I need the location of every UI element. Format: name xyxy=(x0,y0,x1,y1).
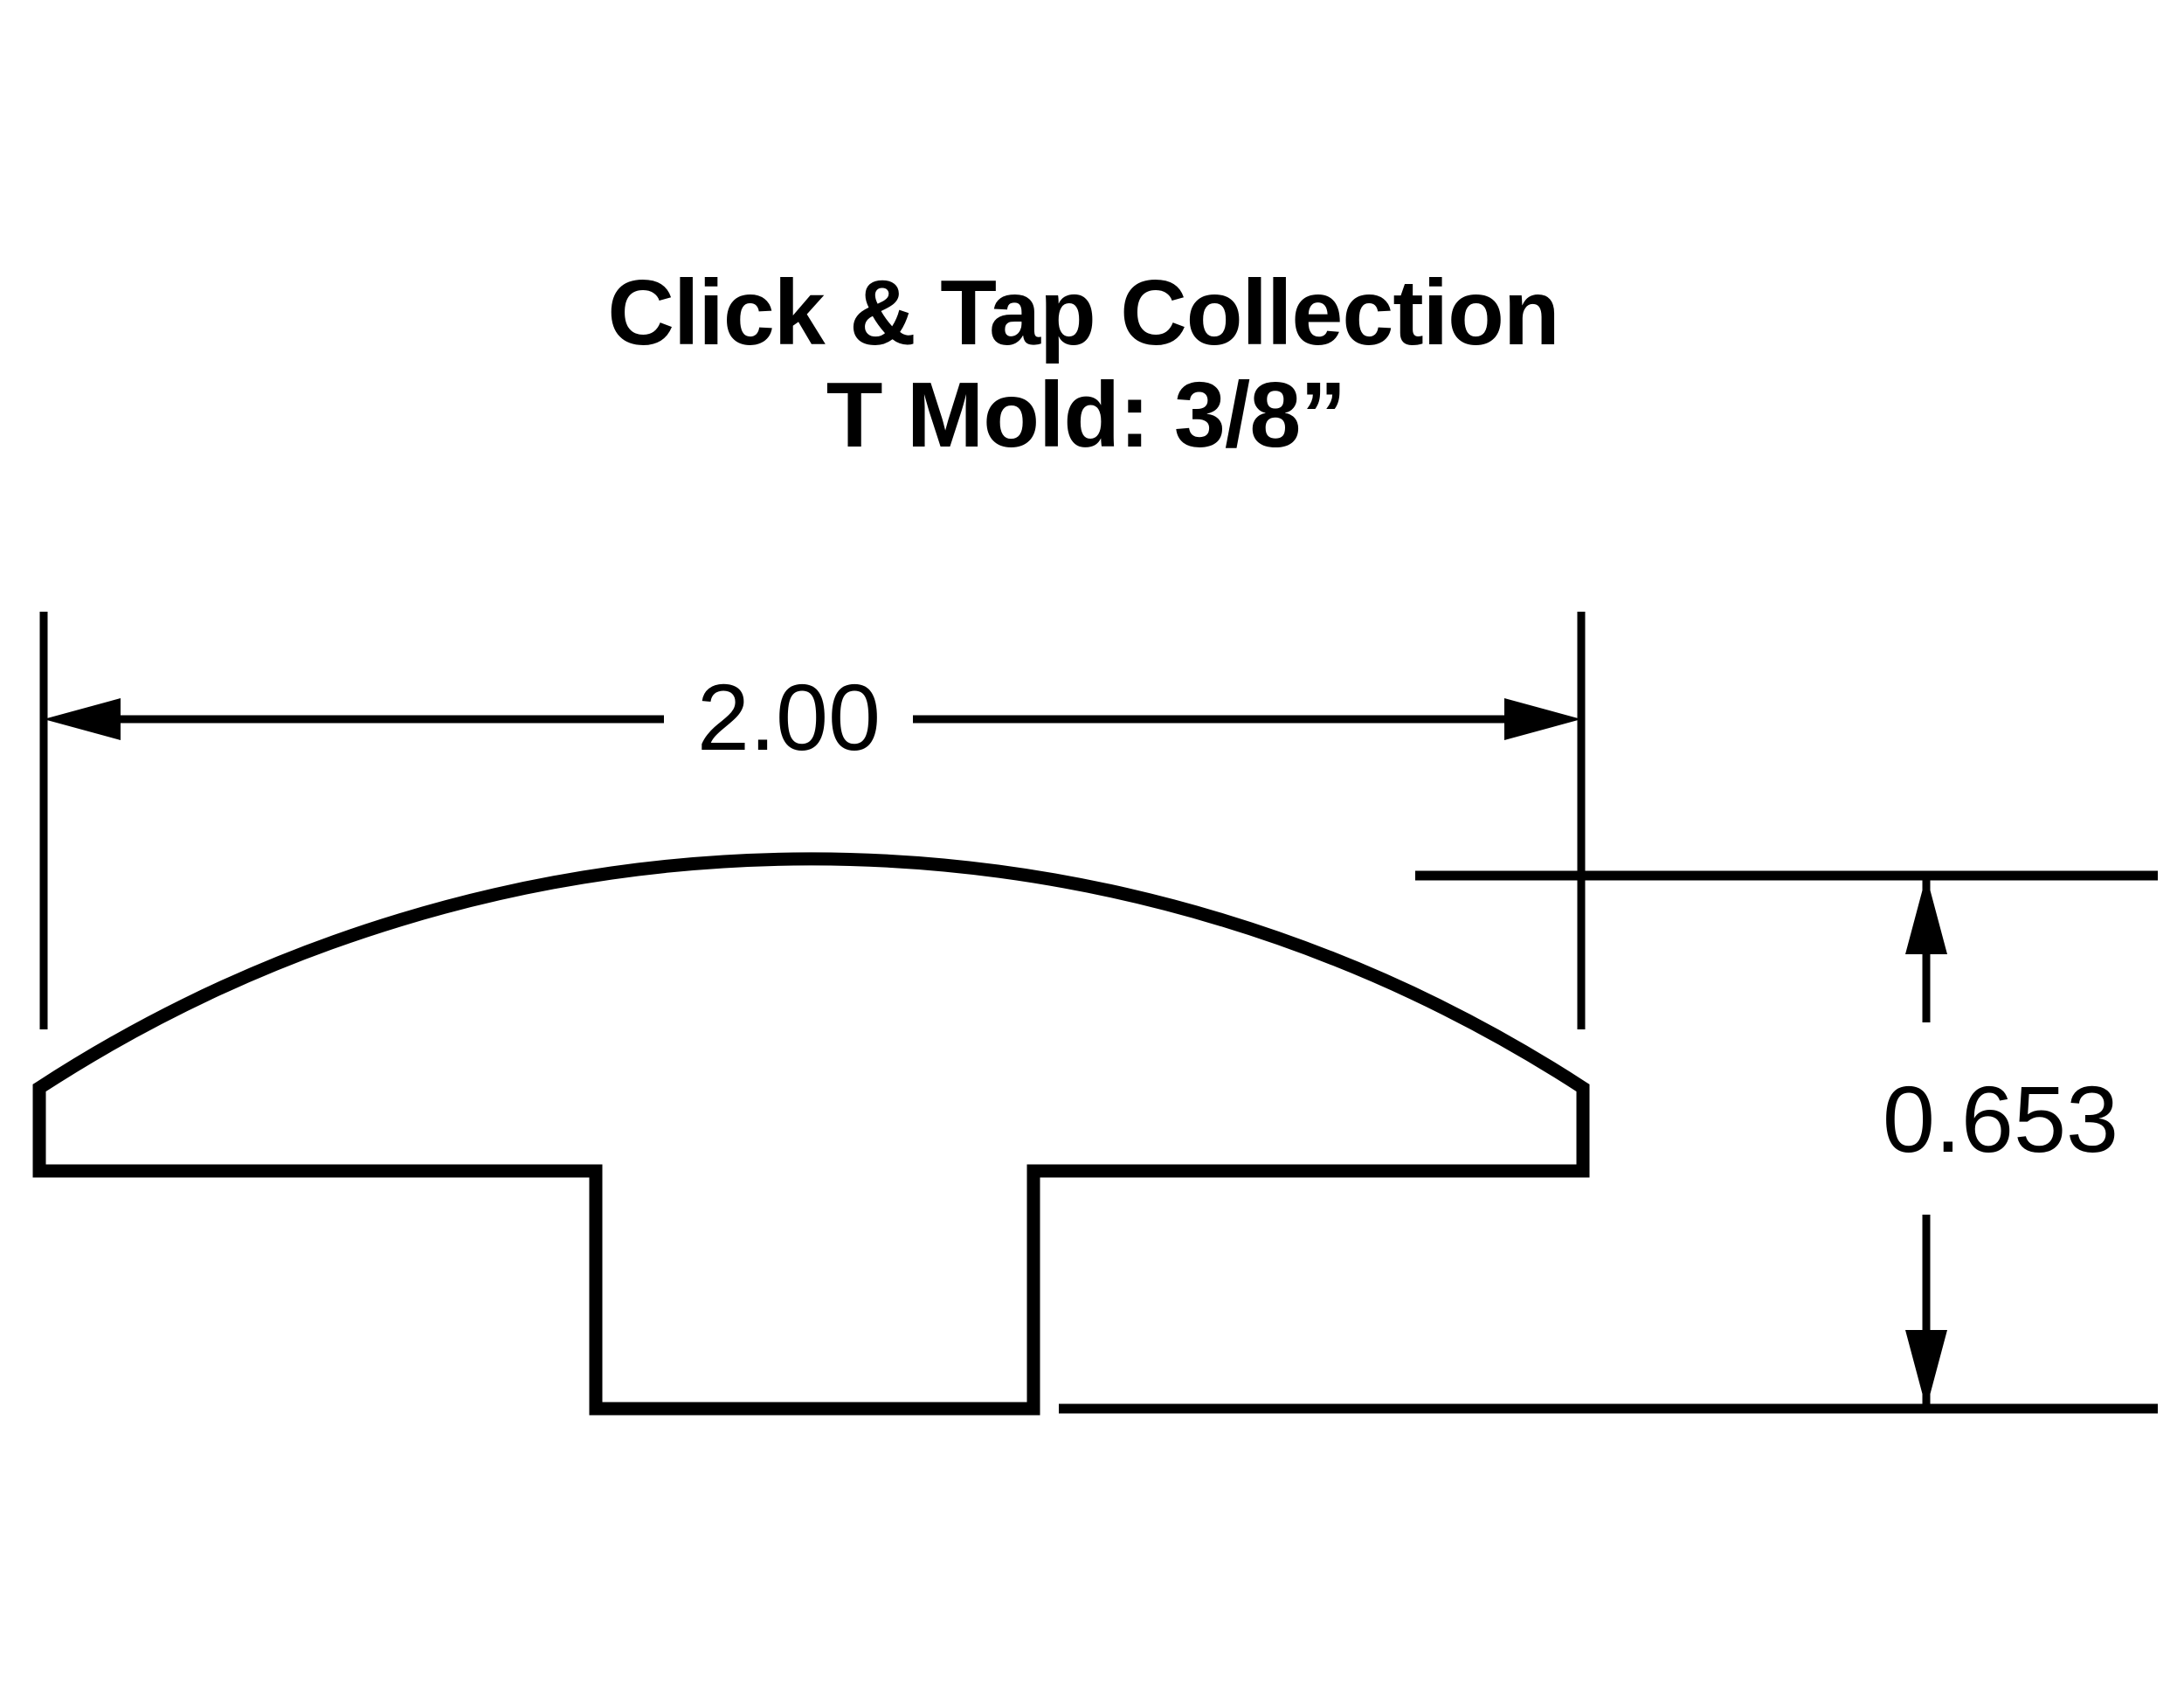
width-arrowhead-right xyxy=(1504,698,1581,740)
height-dimension-label: 0.653 xyxy=(1883,1066,2118,1172)
t-mold-outline xyxy=(32,852,1590,1416)
height-arrowhead-bottom xyxy=(1905,1330,1947,1409)
width-dimension-label: 2.00 xyxy=(697,664,881,770)
height-arrowhead-top xyxy=(1905,876,1947,954)
width-arrowhead-left xyxy=(44,698,121,740)
height-dimension: 0.653 xyxy=(1059,870,2158,1414)
t-mold-profile xyxy=(32,852,1590,1416)
width-dimension: 2.00 xyxy=(39,612,1586,1029)
